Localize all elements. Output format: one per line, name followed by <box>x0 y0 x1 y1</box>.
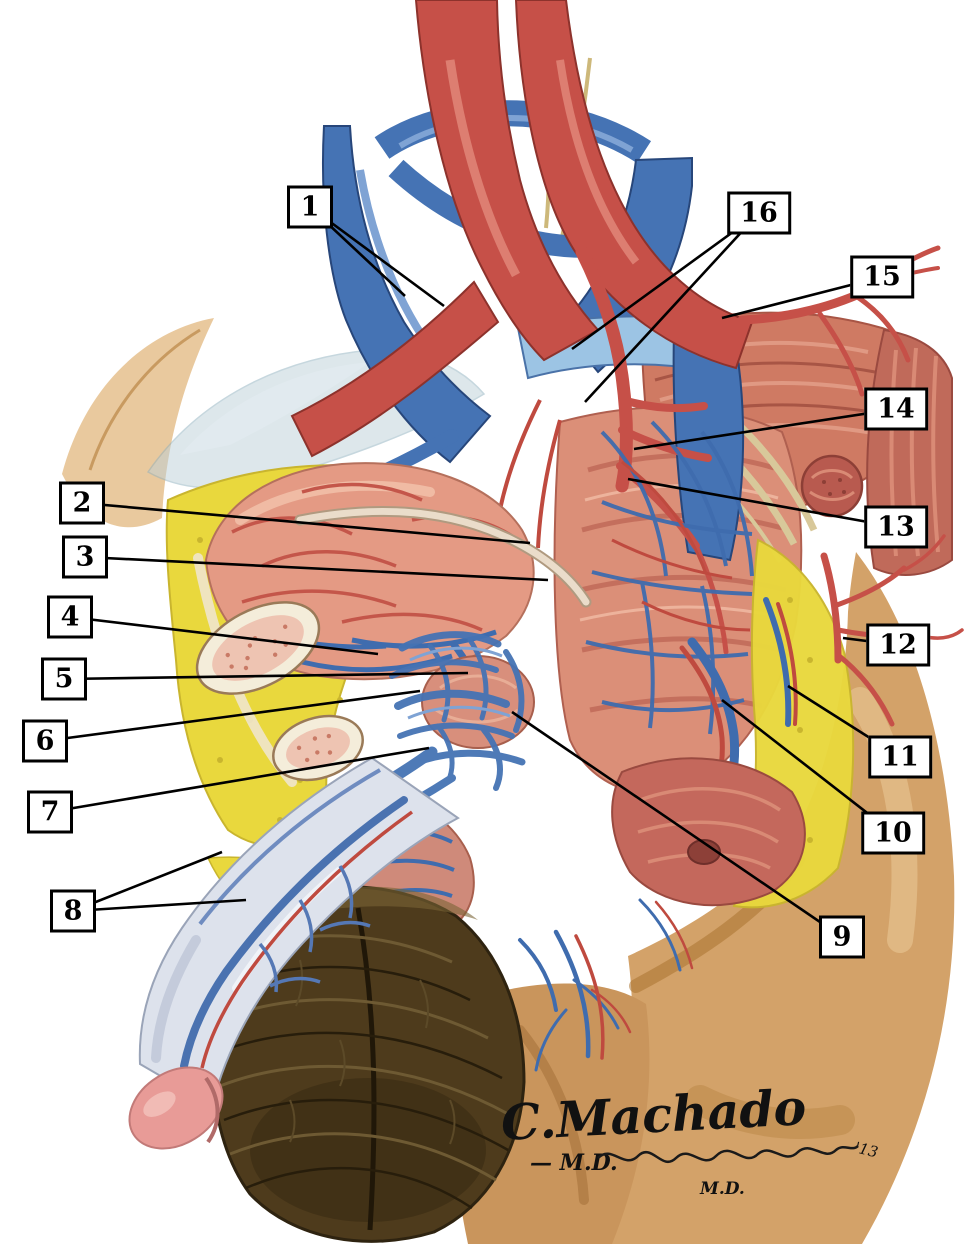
scrotal-raphe <box>355 907 377 1231</box>
rectum-anal-region <box>611 757 806 907</box>
muscle-cross-section <box>800 454 864 518</box>
signature-small-credential: M.D. <box>699 1179 745 1199</box>
sacral-muscle-column <box>866 328 953 576</box>
signature-scribble <box>597 1144 859 1164</box>
left-torso-edge <box>62 318 214 528</box>
deep-dorsal-vein <box>180 796 408 1070</box>
dorsal-artery <box>200 810 414 1069</box>
scrotum <box>210 885 526 1243</box>
anus <box>687 839 721 865</box>
external-iliac-artery <box>290 280 500 458</box>
signature-year: '13 <box>853 1138 880 1161</box>
penis <box>128 756 460 1150</box>
glans-penis <box>128 1066 224 1150</box>
